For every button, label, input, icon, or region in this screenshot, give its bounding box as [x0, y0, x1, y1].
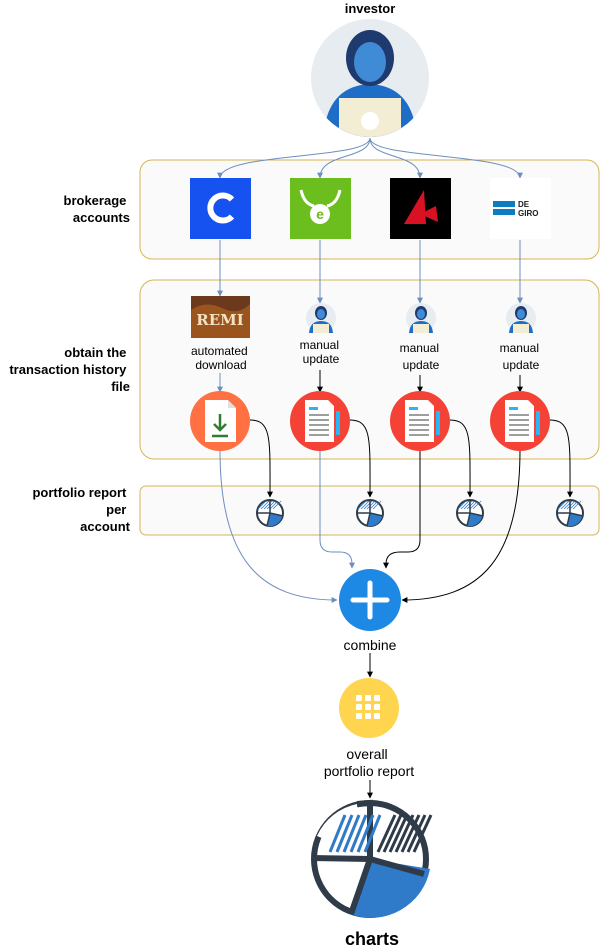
user-avatar-icon [506, 303, 536, 333]
manual-update-icons [306, 303, 536, 333]
charts-pie-icon [311, 799, 433, 918]
charts-label: charts [345, 929, 399, 949]
method-label: manual update [400, 341, 443, 372]
svg-text:DE: DE [518, 200, 530, 209]
document-icon [390, 391, 450, 451]
mini-pie-chart-icon [556, 499, 584, 527]
coinbase-logo-icon [190, 178, 251, 239]
user-avatar-icon [306, 303, 336, 333]
svg-text:GIRO: GIRO [518, 209, 538, 218]
svg-text:REMI: REMI [196, 311, 244, 329]
overall-label: overall portfolio report [324, 746, 414, 779]
mini-pie-chart-icon [456, 499, 484, 527]
etoro-logo-icon: e [290, 178, 351, 239]
row-label-report: portfolio report per account [32, 485, 130, 534]
investor-avatar-icon [311, 19, 429, 137]
interactive-brokers-logo-icon [390, 178, 451, 239]
method-label: manual update [300, 338, 343, 366]
automated-download-icon: REMI [191, 296, 250, 338]
method-label: automated download [191, 344, 251, 372]
brokerage-panel [139, 159, 600, 260]
combine-label: combine [344, 637, 397, 653]
account-report-pies [256, 499, 584, 527]
svg-text:e: e [316, 206, 324, 222]
mini-pie-chart-icon [356, 499, 384, 527]
method-label: manual update [500, 341, 543, 372]
degiro-logo-icon: DE GIRO [490, 178, 551, 239]
combine-plus-icon [339, 569, 401, 631]
transaction-documents [290, 391, 550, 451]
connectors [217, 137, 574, 799]
mini-pie-chart-icon [256, 499, 284, 527]
investor-label: investor [345, 1, 396, 16]
overall-report-icon [339, 678, 399, 738]
row-label-transaction: obtain the transaction history file [9, 345, 130, 394]
download-document-icon [190, 391, 250, 451]
document-icon [290, 391, 350, 451]
user-avatar-icon [406, 303, 436, 333]
document-icon [490, 391, 550, 451]
row-label-brokerage: brokerage accounts [64, 193, 131, 225]
